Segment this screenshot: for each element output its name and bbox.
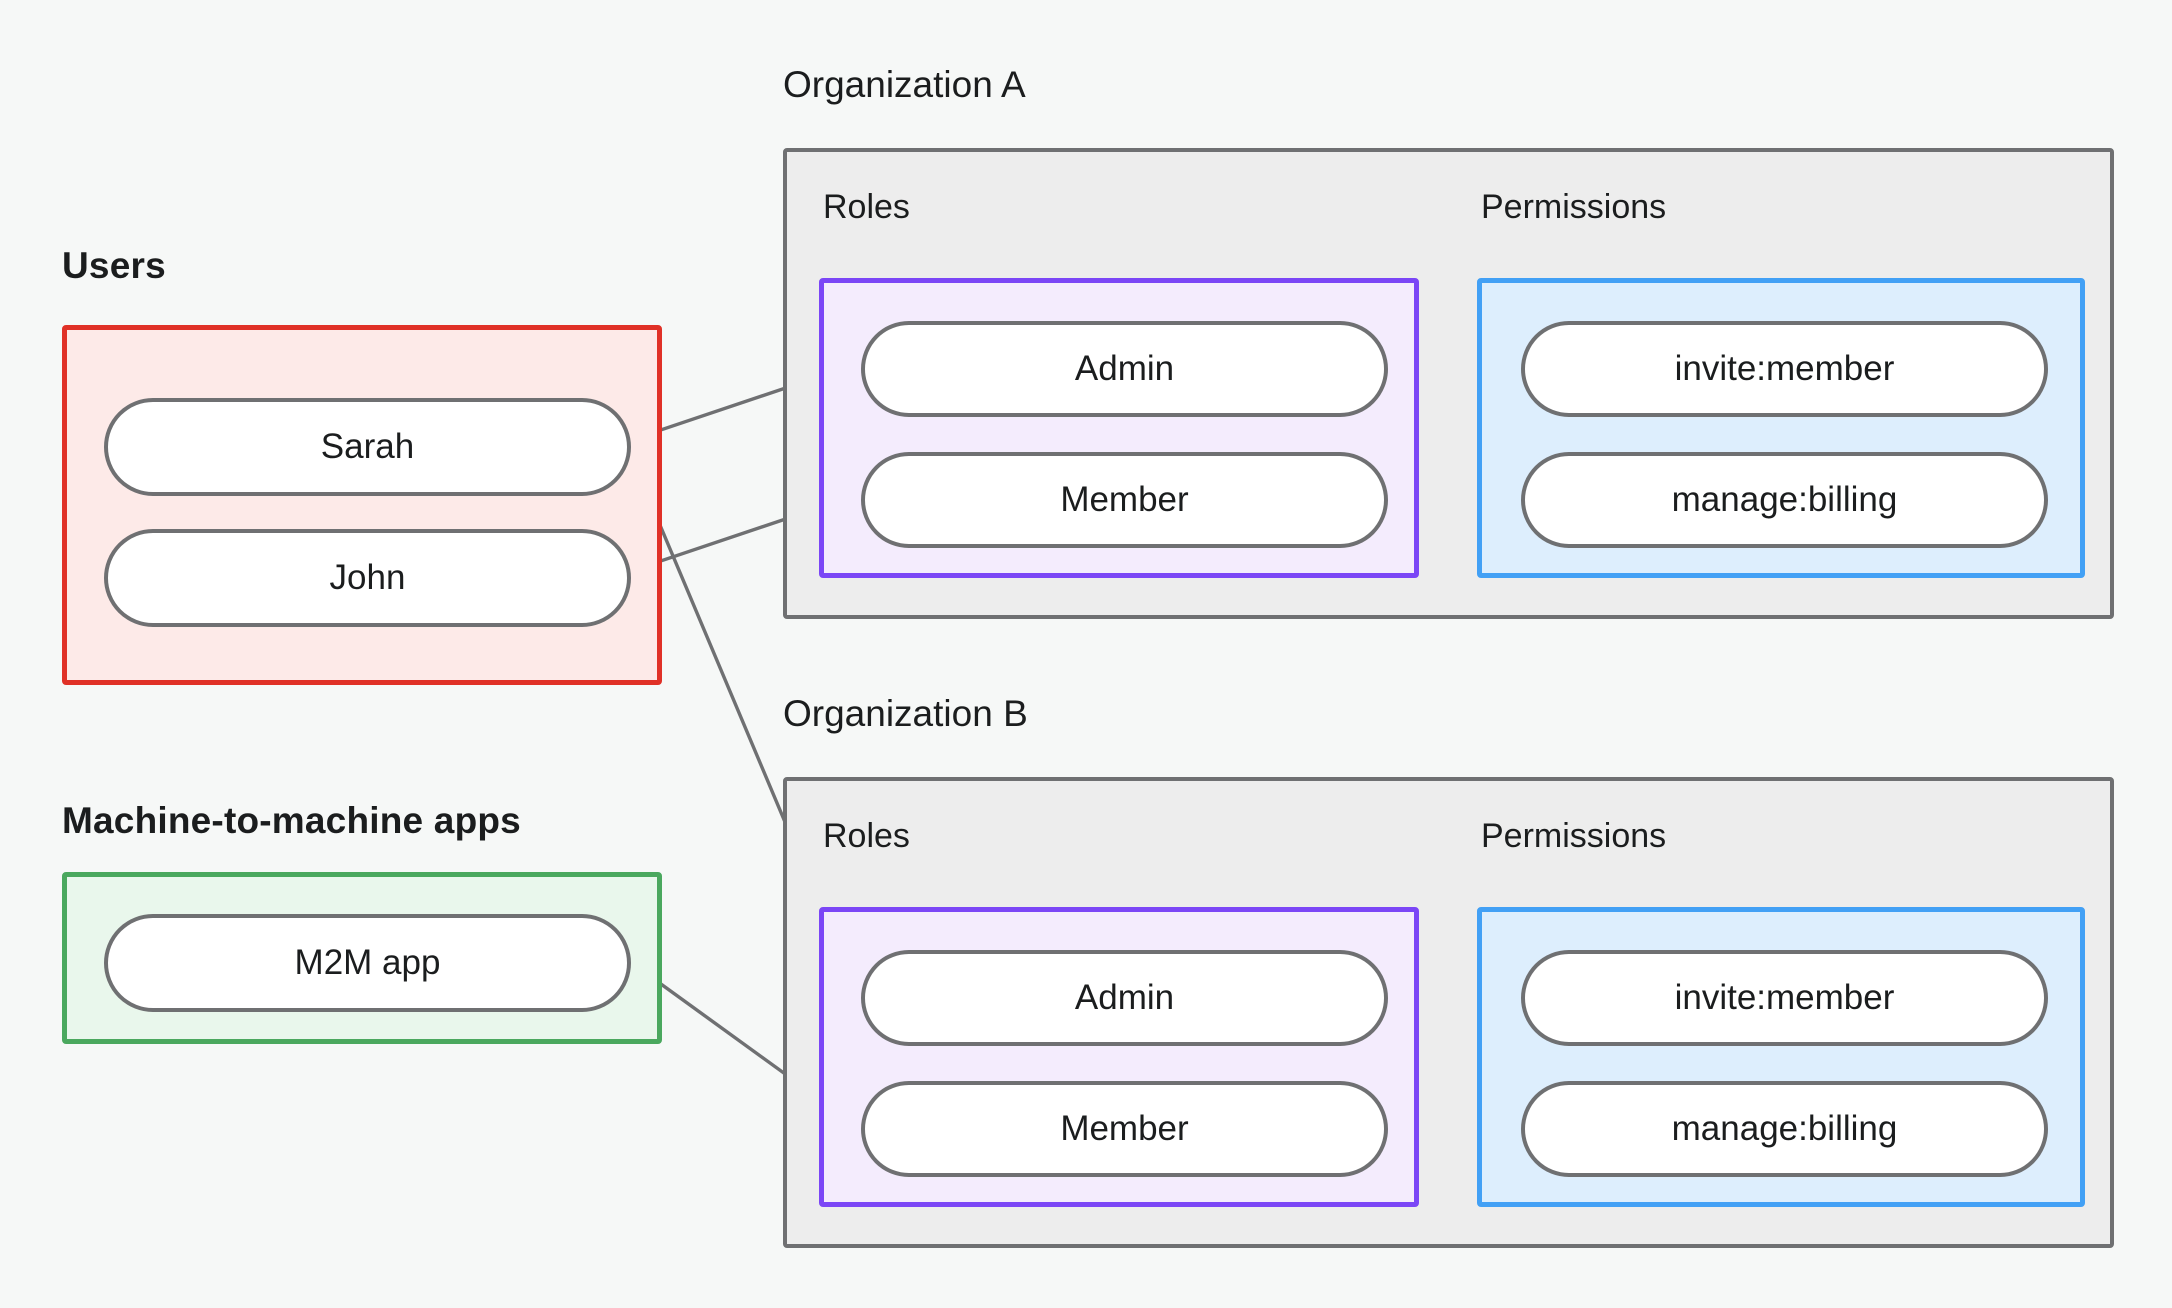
- node-label: manage:billing: [1671, 1109, 1898, 1148]
- org-a-permissions-caption: Permissions: [1481, 188, 1667, 226]
- machines-container: M2M app: [62, 872, 662, 1044]
- node-label: invite:member: [1674, 978, 1895, 1017]
- node-label: Admin: [1074, 349, 1175, 388]
- org-a-container: Roles Admin Member Permissions invite:me…: [783, 148, 2114, 619]
- node-org-b-role-admin[interactable]: Admin: [861, 950, 1388, 1046]
- users-caption: Users: [62, 245, 166, 286]
- org-a-permissions-container: invite:member manage:billing: [1477, 278, 2085, 578]
- node-john[interactable]: John: [104, 529, 631, 627]
- org-b-permissions-container: invite:member manage:billing: [1477, 907, 2085, 1207]
- node-sarah[interactable]: Sarah: [104, 398, 631, 496]
- node-org-a-perm-manage-billing[interactable]: manage:billing: [1521, 452, 2048, 548]
- node-label: Sarah: [320, 427, 415, 466]
- users-container: Sarah John: [62, 325, 662, 685]
- node-org-a-role-member[interactable]: Member: [861, 452, 1388, 548]
- org-b-roles-caption: Roles: [823, 817, 910, 855]
- node-label: invite:member: [1674, 349, 1895, 388]
- org-a-roles-caption: Roles: [823, 188, 910, 226]
- org-b-roles-container: Admin Member: [819, 907, 1419, 1207]
- org-b-container: Roles Admin Member Permissions invite:me…: [783, 777, 2114, 1248]
- node-org-a-role-admin[interactable]: Admin: [861, 321, 1388, 417]
- node-label: M2M app: [294, 943, 441, 982]
- machines-caption: Machine-to-machine apps: [62, 800, 521, 841]
- node-org-a-perm-invite-member[interactable]: invite:member: [1521, 321, 2048, 417]
- node-label: Admin: [1074, 978, 1175, 1017]
- org-a-caption: Organization A: [783, 64, 1026, 105]
- org-b-caption: Organization B: [783, 693, 1028, 734]
- node-org-b-role-member[interactable]: Member: [861, 1081, 1388, 1177]
- node-label: Member: [1060, 1109, 1189, 1148]
- org-b-permissions-caption: Permissions: [1481, 817, 1667, 855]
- org-a-roles-container: Admin Member: [819, 278, 1419, 578]
- node-org-b-perm-manage-billing[interactable]: manage:billing: [1521, 1081, 2048, 1177]
- node-label: John: [329, 558, 406, 597]
- node-label: Member: [1060, 480, 1189, 519]
- node-m2m-app[interactable]: M2M app: [104, 914, 631, 1012]
- node-org-b-perm-invite-member[interactable]: invite:member: [1521, 950, 2048, 1046]
- node-label: manage:billing: [1671, 480, 1898, 519]
